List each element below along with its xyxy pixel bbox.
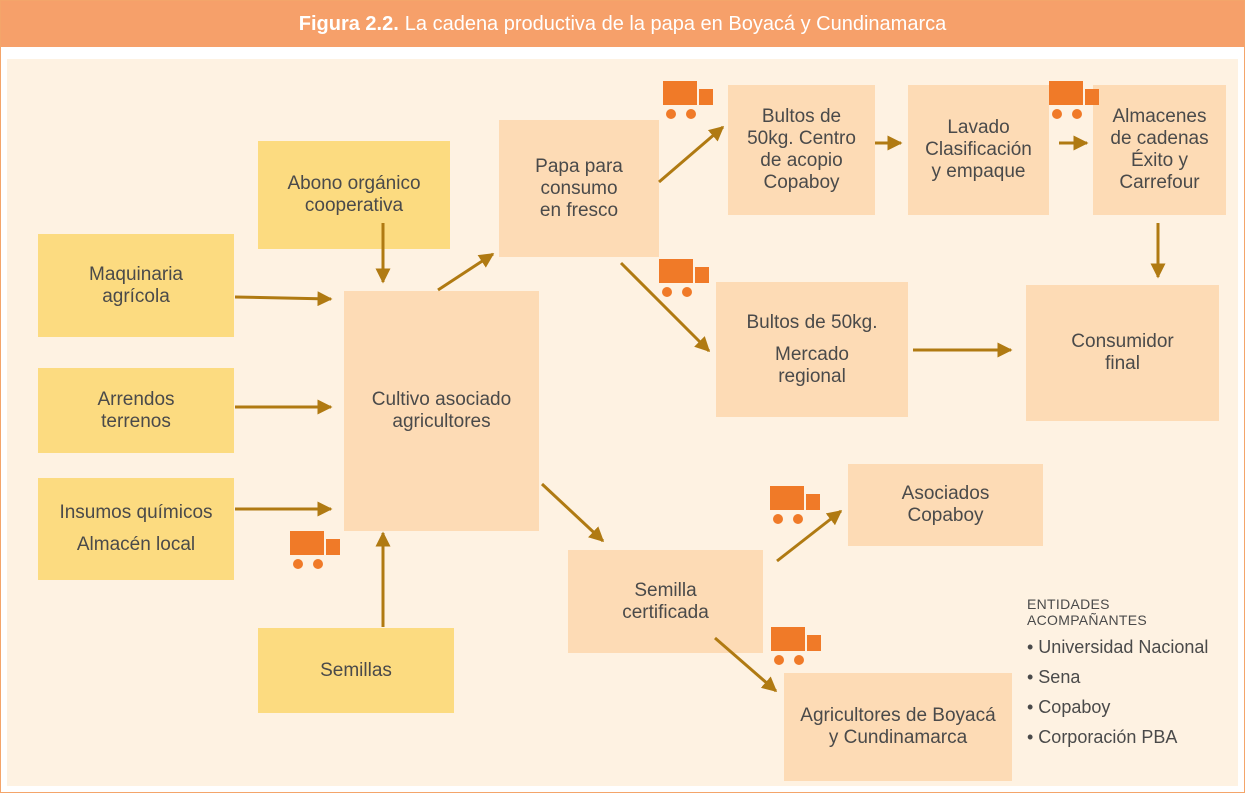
truck-icon <box>1049 81 1099 119</box>
box-cultivo-line-2: agricultores <box>392 411 491 432</box>
arrow-semilla-to-agricultores <box>714 636 778 693</box>
box-almacenes-line-2: de cadenas <box>1110 128 1209 149</box>
arrow-cultivo-to-semilla <box>540 482 605 543</box>
box-asociados-copaboy: Asociados Copaboy <box>848 464 1043 546</box>
entidad-item: • Corporación PBA <box>1027 727 1178 747</box>
box-bultos-centro-line-4: Copaboy <box>763 172 840 193</box>
figure-header: Figura 2.2. La cadena productiva de la p… <box>1 1 1244 47</box>
box-bultos-mercado-line-2: Mercado <box>775 343 849 365</box>
entidades-title-line-1: ENTIDADES <box>1027 596 1110 612</box>
box-maquinaria-agricola: Maquinaria agrícola <box>38 234 234 337</box>
box-almacenes-cadenas: Almacenes de cadenas Éxito y Carrefour <box>1093 85 1226 215</box>
box-consumidor-line-1: Consumidor <box>1071 331 1174 352</box>
box-semilla-cert-line-1: Semilla <box>634 579 697 601</box>
box-papa-line-2: consumo <box>540 177 618 199</box>
box-abono-organico: Abono orgánico cooperativa <box>258 141 450 249</box>
box-bultos-centro-line-2: 50kg. Centro <box>747 128 856 149</box>
figure-title: La cadena productiva de la papa en Boyac… <box>404 12 947 35</box>
truck-icon <box>290 531 340 569</box>
box-agricultores-boyaca: Agricultores de Boyacá y Cundinamarca <box>784 673 1012 781</box>
box-arrendos-line-1: Arrendos <box>97 388 175 410</box>
truck-icon <box>771 627 821 665</box>
box-bultos-mercado-line-1: Bultos de 50kg. <box>746 311 878 333</box>
box-consumidor-final: Consumidor final <box>1026 285 1219 421</box>
figure-number: Figura 2.2. <box>298 12 399 35</box>
box-papa-consumo-fresco: Papa para consumo en fresco <box>499 120 659 257</box>
box-bultos-centro-line-3: de acopio <box>760 150 843 171</box>
box-abono-line-2: cooperativa <box>304 195 404 216</box>
box-semilla-certificada: Semilla certificada <box>568 550 763 653</box>
arrow-semilla-to-asociados <box>776 509 843 563</box>
box-semillas: Semillas <box>258 628 454 713</box>
box-semillas-line-1: Semillas <box>320 659 392 681</box>
box-almacenes-line-4: Carrefour <box>1119 172 1200 193</box>
box-almacenes-line-1: Almacenes <box>1112 106 1207 127</box>
box-insumos-quimicos: Insumos químicos Almacén local <box>38 478 234 580</box>
box-bultos-centro-line-1: Bultos de <box>761 106 842 127</box>
box-papa-line-1: Papa para <box>535 155 623 177</box>
box-abono-line-1: Abono orgánico <box>287 173 421 194</box>
entidades-title-line-2: ACOMPAÑANTES <box>1027 612 1148 628</box>
entidad-item: • Copaboy <box>1027 697 1111 717</box>
box-cultivo-line-1: Cultivo asociado <box>371 389 512 410</box>
box-cultivo-asociado: Cultivo asociado agricultores <box>344 291 539 531</box>
box-arrendos-line-2: terrenos <box>101 410 171 432</box>
arrow-papa-to-bultos-centro <box>658 125 725 184</box>
arrow-cultivo-to-papa <box>437 252 495 292</box>
box-lavado-line-3: y empaque <box>931 161 1026 182</box>
box-insumos-line-1: Insumos químicos <box>59 502 213 523</box>
box-agricultores-line-1: Agricultores de Boyacá <box>800 705 996 726</box>
box-asociados-line-2: Copaboy <box>907 505 984 526</box>
entidad-item: • Universidad Nacional <box>1027 637 1209 657</box>
truck-icon <box>663 81 713 119</box>
entidades-acompanantes: ENTIDADES ACOMPAÑANTES • Universidad Nac… <box>1027 596 1227 748</box>
truck-icon <box>659 259 709 297</box>
box-papa-line-3: en fresco <box>539 199 619 221</box>
box-lavado-line-1: Lavado <box>947 117 1010 138</box>
box-lavado-clasificacion: Lavado Clasificación y empaque <box>908 85 1049 215</box>
box-consumidor-line-2: final <box>1105 353 1140 374</box>
box-maquinaria-line-1: Maquinaria <box>89 263 183 285</box>
entidad-item: • Sena <box>1027 667 1081 687</box>
box-bultos-mercado-regional: Bultos de 50kg. Mercado regional <box>716 282 908 417</box>
arrow-papa-to-bultos-mercado <box>619 261 711 353</box>
box-asociados-line-1: Asociados <box>901 483 990 504</box>
truck-icon <box>770 486 820 524</box>
box-agricultores-line-2: y Cundinamarca <box>828 727 968 748</box>
box-arrendos-terrenos: Arrendos terrenos <box>38 368 234 453</box>
box-almacenes-line-3: Éxito y <box>1130 150 1189 171</box>
box-insumos-line-2: Almacén local <box>76 534 196 555</box>
box-semilla-cert-line-2: certificada <box>622 601 709 623</box>
box-lavado-line-2: Clasificación <box>925 139 1032 160</box>
box-maquinaria-line-2: agrícola <box>102 285 170 307</box>
box-bultos-mercado-line-3: regional <box>778 365 846 387</box>
arrow-maquinaria-to-cultivo <box>234 291 333 307</box>
box-bultos-centro-acopio: Bultos de 50kg. Centro de acopio Copaboy <box>728 85 875 215</box>
